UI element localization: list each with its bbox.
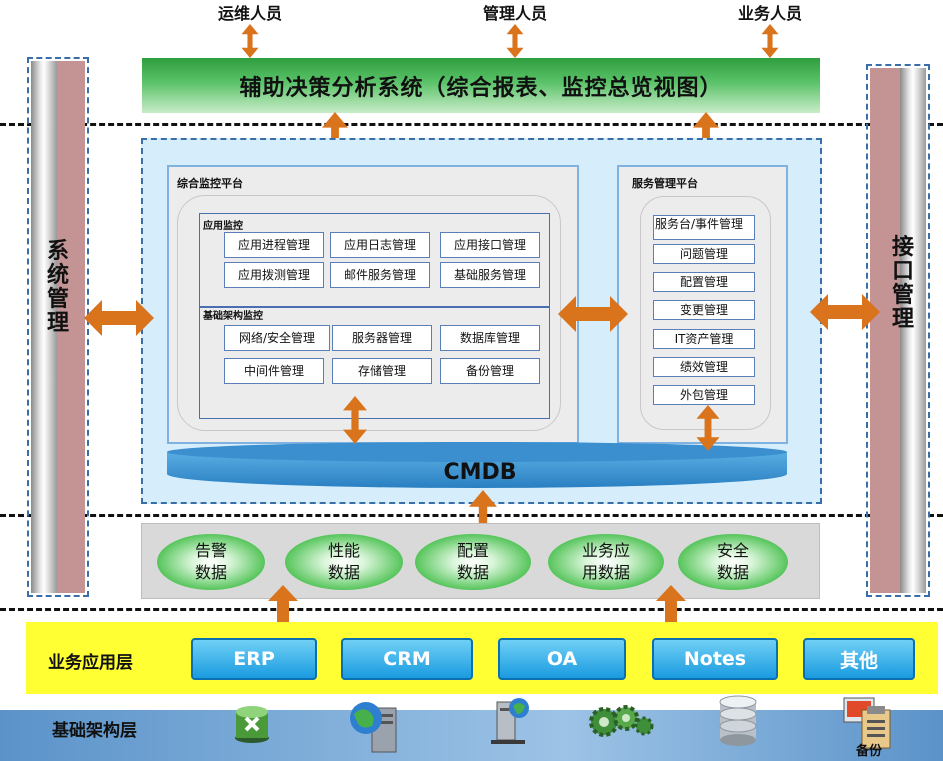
service-desk-item: 服务台/事件管理 bbox=[653, 215, 755, 240]
system-management-frame bbox=[27, 57, 89, 597]
business-arrow-icon bbox=[760, 24, 780, 58]
crm-button: CRM bbox=[341, 638, 473, 680]
system-management-arrow-icon bbox=[84, 300, 154, 336]
config-item: 配置管理 bbox=[653, 272, 755, 292]
business-layer-band bbox=[26, 622, 938, 694]
alarm-data-node: 告警数据 bbox=[157, 534, 265, 590]
backup-icon bbox=[843, 697, 891, 749]
platform-link-arrow-icon bbox=[558, 296, 628, 332]
web-server-icon bbox=[350, 702, 397, 753]
role-business: 业务人员 bbox=[737, 4, 802, 23]
infra-monitor-group bbox=[199, 307, 550, 419]
interface-management-frame bbox=[866, 64, 930, 597]
app-monitor-title: 应用监控 bbox=[203, 221, 243, 232]
backup-partial-label: 备份 bbox=[856, 744, 883, 759]
it-asset-item: IT资产管理 bbox=[653, 329, 755, 349]
decision-support-system-bar: 辅助决策分析系统（综合报表、监控总览视图） bbox=[142, 58, 820, 113]
business-data-node: 业务应用数据 bbox=[548, 534, 664, 590]
change-item: 变更管理 bbox=[653, 300, 755, 320]
role-management: 管理人员 bbox=[482, 4, 547, 23]
service-platform-title: 服务管理平台 bbox=[632, 177, 698, 190]
ops-arrow-icon bbox=[240, 24, 260, 58]
network-security-item: 网络/安全管理 bbox=[224, 325, 330, 351]
app-monitor-group bbox=[199, 213, 550, 307]
security-data-node: 安全数据 bbox=[678, 534, 788, 590]
config-data-node: 配置数据 bbox=[415, 534, 531, 590]
other-button: 其他 bbox=[803, 638, 915, 680]
interface-management-label: 接口管理 bbox=[891, 235, 914, 332]
oa-button: OA bbox=[498, 638, 626, 680]
monitor-platform-title: 综合监控平台 bbox=[177, 177, 243, 190]
role-ops: 运维人员 bbox=[217, 4, 282, 23]
decision-support-system-title: 辅助决策分析系统（综合报表、监控总览视图） bbox=[239, 75, 723, 101]
app-probe-item: 应用拨测管理 bbox=[224, 262, 324, 288]
service-cmdb-arrow-icon bbox=[694, 405, 722, 451]
outsourcing-item: 外包管理 bbox=[653, 385, 755, 405]
separator-line bbox=[0, 123, 943, 126]
business-up-arrow-icon bbox=[268, 585, 298, 625]
infra-monitor-title: 基础架构监控 bbox=[203, 311, 263, 322]
database-item: 数据库管理 bbox=[440, 325, 540, 351]
middleware-item: 中间件管理 bbox=[224, 358, 324, 384]
security-device-icon bbox=[235, 706, 269, 743]
problem-item: 问题管理 bbox=[653, 244, 755, 264]
monitor-cmdb-arrow-icon bbox=[340, 396, 370, 444]
infra-layer-band bbox=[0, 710, 943, 761]
storage-item: 存储管理 bbox=[332, 358, 432, 384]
infra-layer-label: 基础架构层 bbox=[52, 721, 137, 741]
app-process-item: 应用进程管理 bbox=[224, 232, 324, 258]
base-service-item: 基础服务管理 bbox=[440, 262, 540, 288]
separator-line bbox=[0, 608, 943, 611]
app-log-item: 应用日志管理 bbox=[330, 232, 430, 258]
performance-data-node: 性能数据 bbox=[285, 534, 403, 590]
management-arrow-icon bbox=[505, 24, 525, 58]
business-up-arrow-icon bbox=[656, 585, 686, 625]
network-server-icon bbox=[491, 698, 529, 744]
app-interface-item: 应用接口管理 bbox=[440, 232, 540, 258]
interface-management-arrow-icon bbox=[810, 294, 880, 330]
backup-item: 备份管理 bbox=[440, 358, 540, 384]
server-item: 服务器管理 bbox=[332, 325, 432, 351]
system-management-label: 系统管理 bbox=[46, 239, 69, 336]
erp-button: ERP bbox=[191, 638, 317, 680]
middleware-gears-icon bbox=[589, 705, 654, 737]
notes-button: Notes bbox=[652, 638, 778, 680]
mail-service-item: 邮件服务管理 bbox=[330, 262, 430, 288]
database-icon bbox=[719, 695, 757, 746]
performance-item: 绩效管理 bbox=[653, 357, 755, 377]
business-layer-label: 业务应用层 bbox=[48, 653, 133, 673]
cmdb-label: CMDB bbox=[443, 460, 517, 485]
separator-line bbox=[0, 514, 943, 517]
monitor-platform-panel bbox=[167, 165, 579, 444]
